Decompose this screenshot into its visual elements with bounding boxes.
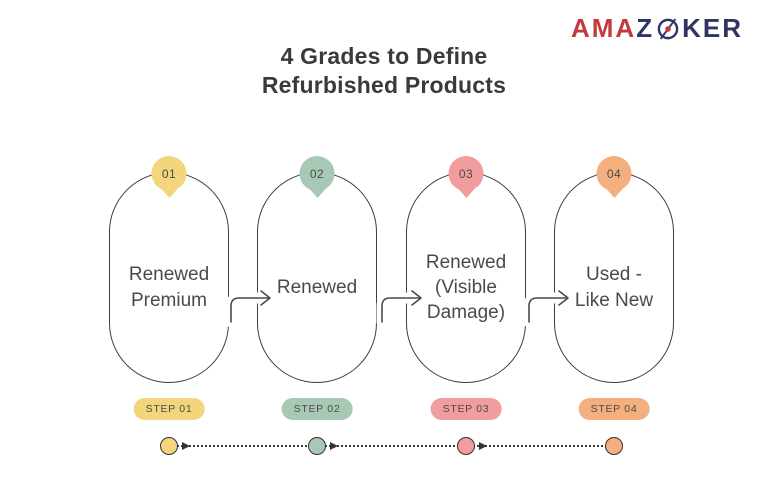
step-badge-3: STEP 03 [430,398,502,420]
pin-number: 02 [309,166,325,181]
step-badge-4: STEP 04 [578,398,650,420]
step-pin-3: 03 [448,156,484,191]
timeline-dot-2 [307,437,326,455]
timeline-dot-3 [456,437,475,455]
grade-capsule-3: Renewed (Visible Damage) [406,172,526,383]
step-pin-2: 02 [299,156,335,191]
grade-label: Used - Like New [574,264,654,311]
grade-label: Renewed (Visible Damage) [425,251,507,324]
timeline-dot-4 [604,437,623,455]
step-column-2: 02 Renewed STEP 02 [257,150,377,480]
timeline-dotted-line [169,445,615,447]
grade-capsule-4: Used - Like New [554,172,674,383]
step-column-1: 01 Renewed Premium STEP 01 [109,150,229,480]
grade-capsule-1: Renewed Premium [109,172,229,383]
step-column-3: 03 Renewed (Visible Damage) STEP 03 [406,150,526,480]
pin-number: 03 [458,166,474,181]
page-title: 4 Grades to Define Refurbished Products [0,42,768,100]
logo-text-ker: KER [682,13,743,43]
timeline-dot-1 [159,437,178,455]
step-pin-1: 01 [151,156,187,191]
step-badge-1: STEP 01 [133,398,205,420]
compass-icon [657,17,679,40]
logo-text-ama: AMA [570,13,637,43]
grade-label: Renewed Premium [128,264,210,311]
step-badge-2: STEP 02 [281,398,353,420]
grade-capsule-2: Renewed [257,172,377,383]
pin-number: 01 [161,166,177,181]
logo-text-z: Z [636,13,655,43]
timeline-arrowhead-icon [330,442,338,450]
grade-label: Renewed [276,276,358,298]
title-line-1: 4 Grades to Define [280,43,488,69]
step-pin-4: 04 [596,156,632,191]
title-line-2: Refurbished Products [261,72,507,98]
step-column-4: 04 Used - Like New STEP 04 [554,150,674,480]
timeline-arrowhead-icon [182,442,190,450]
timeline-arrowhead-icon [479,442,487,450]
pin-number: 04 [606,166,622,181]
